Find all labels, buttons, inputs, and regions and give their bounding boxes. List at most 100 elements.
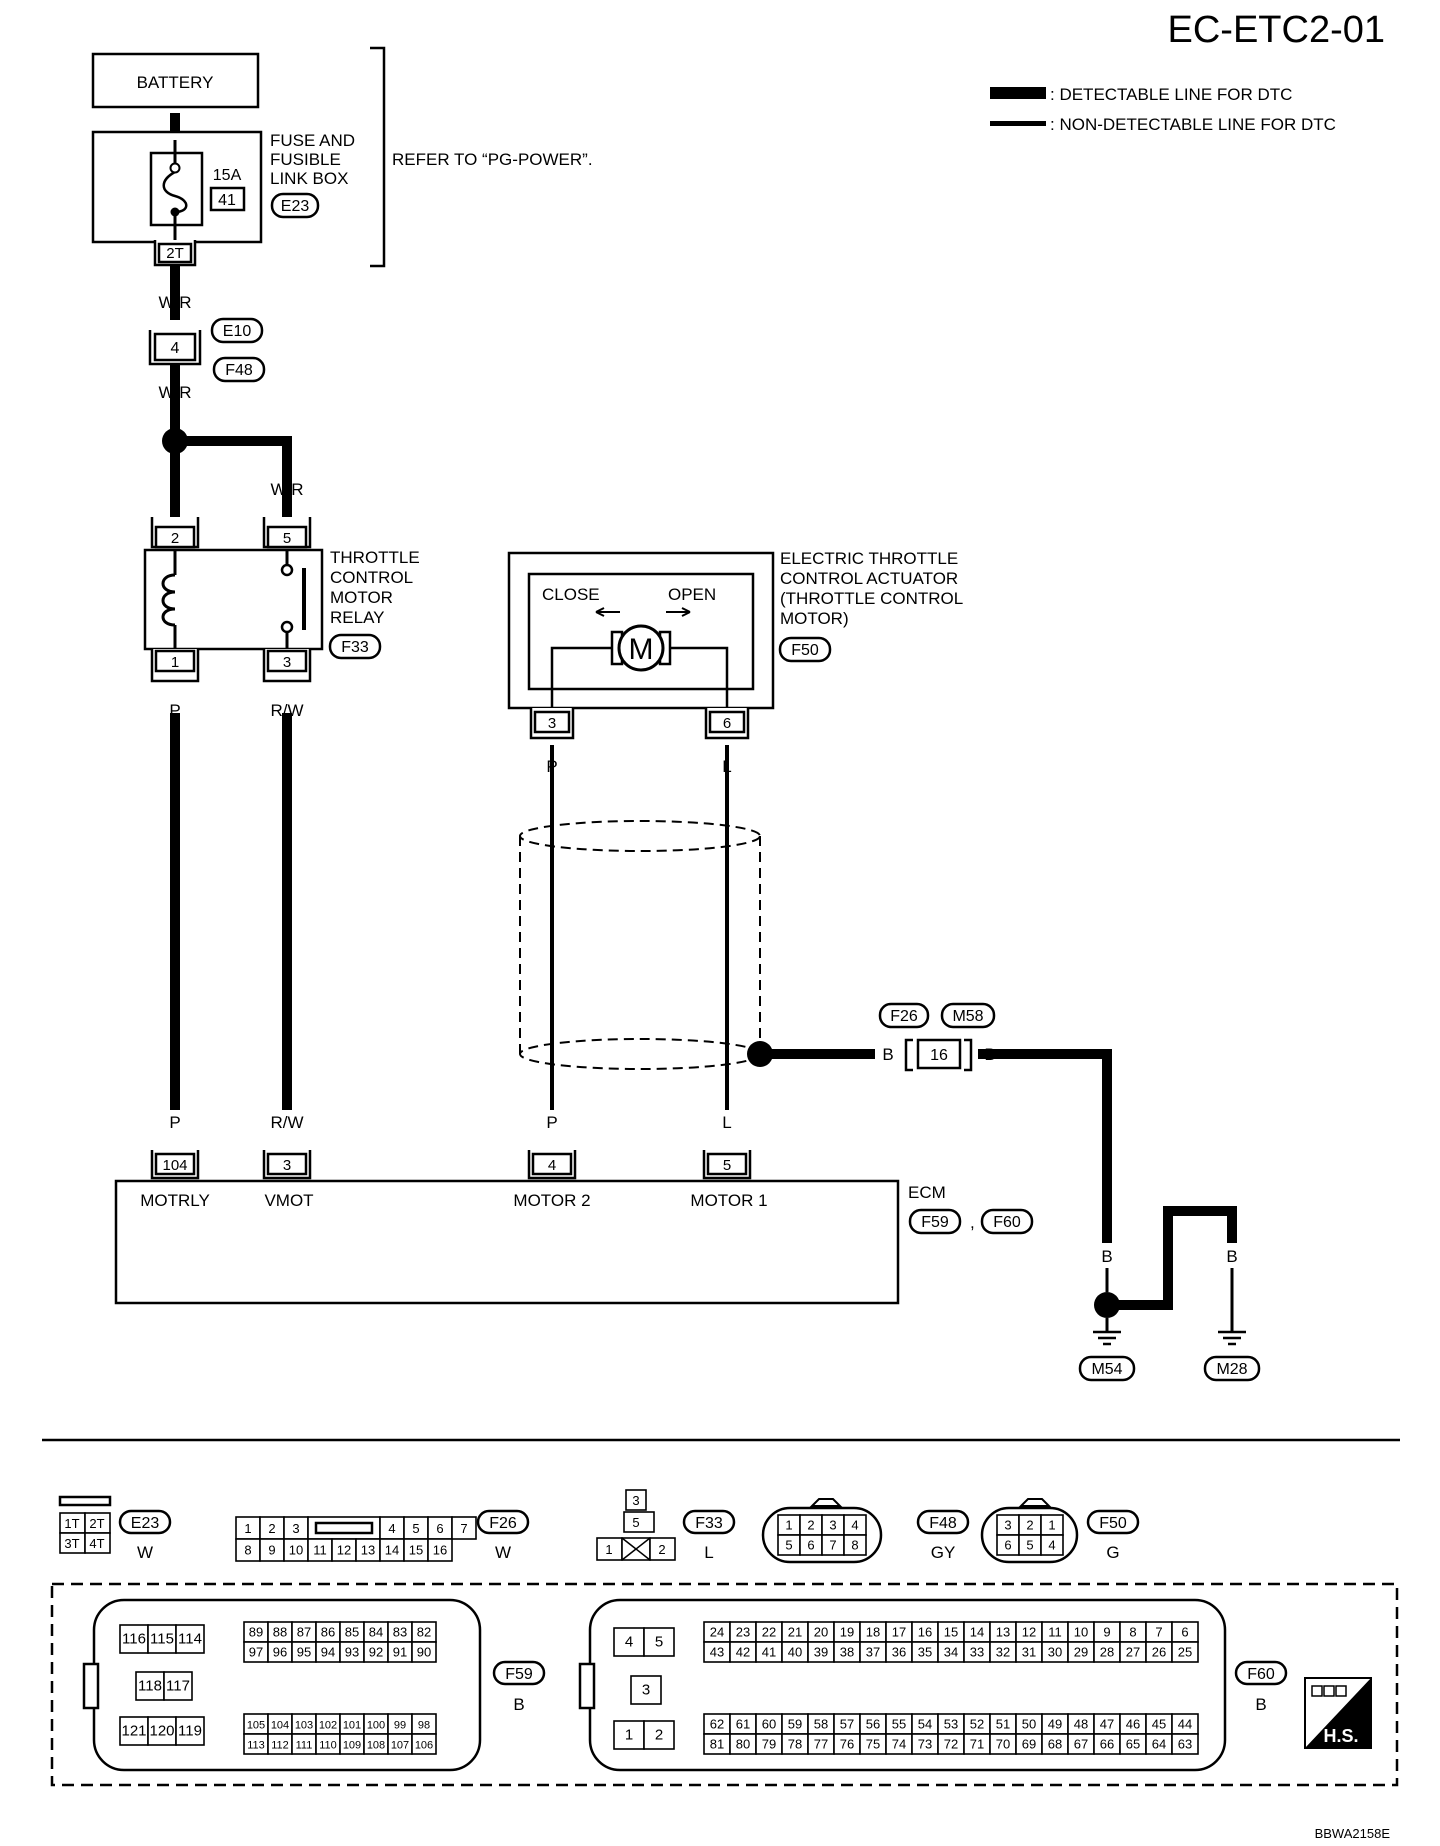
relay-label-4: RELAY xyxy=(330,608,385,627)
ecm-box xyxy=(114,1179,900,1305)
wire-color-p-4: P xyxy=(546,1113,557,1132)
f60-r3-11: 51 xyxy=(996,1717,1010,1732)
motor-icon xyxy=(617,624,665,672)
connector-badge-f59 xyxy=(908,1208,962,1235)
fuse-pin-label: 2T xyxy=(166,245,184,262)
f59-big-bottom-2: 119 xyxy=(178,1723,202,1740)
f59-big-mid-1: 117 xyxy=(166,1678,190,1695)
f60-r4-7: 74 xyxy=(892,1737,906,1752)
f59-r3-7: 98 xyxy=(418,1720,430,1732)
f59-r4-4: 109 xyxy=(343,1740,361,1752)
f59-r1-7: 82 xyxy=(417,1625,431,1640)
relay-pin-1: 1 xyxy=(171,654,179,671)
f60-r3-4: 58 xyxy=(814,1717,828,1732)
f60-r2-14: 29 xyxy=(1074,1645,1088,1660)
open-arrow-icon xyxy=(666,607,691,617)
f59-r3-2: 103 xyxy=(295,1720,313,1732)
footer-code: BBWA2158E xyxy=(1315,1826,1391,1841)
f50-cell-top-0: 3 xyxy=(1004,1518,1011,1533)
f60-r4-11: 70 xyxy=(996,1737,1010,1752)
wire-color-wr-2: W/R xyxy=(158,383,191,402)
f59-r3-1: 104 xyxy=(271,1720,289,1732)
f59-r4-7: 106 xyxy=(415,1740,433,1752)
f59-r1-3: 86 xyxy=(321,1625,335,1640)
f59-r4-5: 108 xyxy=(367,1740,385,1752)
actuator-close-label: CLOSE xyxy=(542,585,600,604)
f59-r2-5: 92 xyxy=(369,1645,383,1660)
relay-pin-5: 5 xyxy=(283,530,291,547)
f60-r1-3: 21 xyxy=(788,1625,802,1640)
f48-cell-top-1: 2 xyxy=(807,1518,814,1533)
connector-view-f33: 3 5 1 2 F33 L xyxy=(596,1489,736,1562)
f60-r4-0: 81 xyxy=(710,1737,724,1752)
connector-badge-f48 xyxy=(212,356,266,383)
ecm-connector-frame xyxy=(50,1582,1399,1787)
connector-badge-f26 xyxy=(878,1002,930,1029)
f50-cell-bottom-2: 4 xyxy=(1048,1538,1055,1553)
legend-non-detectable-label: : NON-DETECTABLE LINE FOR DTC xyxy=(1050,115,1336,134)
f33-cell-5: 5 xyxy=(632,1515,639,1530)
wire-color-l-1: L xyxy=(722,757,731,776)
f60-r1-13: 11 xyxy=(1048,1625,1062,1640)
f59-r1-4: 85 xyxy=(345,1625,359,1640)
ground-m28-icon xyxy=(1218,1330,1246,1346)
connector-f26-pin: 16 xyxy=(930,1047,948,1064)
connector-f59-label: F59 xyxy=(921,1214,949,1231)
fuse-box-label-3: LINK BOX xyxy=(270,169,348,188)
wire-color-l-2: L xyxy=(722,1113,731,1132)
f60-r2-18: 25 xyxy=(1178,1645,1192,1660)
f60-r4-16: 65 xyxy=(1126,1737,1140,1752)
f59-r3-3: 102 xyxy=(319,1720,337,1732)
f60-r1-6: 18 xyxy=(866,1625,880,1640)
connector-m28-label: M28 xyxy=(1216,1361,1247,1378)
e23-view-id: E23 xyxy=(131,1515,160,1532)
f26-cell-top-4: 5 xyxy=(412,1521,419,1536)
f26-cell-bottom-0: 8 xyxy=(244,1543,251,1558)
wire-color-b-5: B xyxy=(1226,1247,1237,1266)
ecm-pin-3: 3 xyxy=(283,1157,291,1174)
f59-r1-6: 83 xyxy=(393,1625,407,1640)
f60-r2-0: 43 xyxy=(710,1645,724,1660)
f60-r4-17: 64 xyxy=(1152,1737,1166,1752)
f59-big-bottom-0: 121 xyxy=(121,1723,146,1740)
f59-r4-2: 111 xyxy=(296,1740,313,1752)
actuator-label-4: MOTOR) xyxy=(780,609,849,628)
relay-label-2: CONTROL xyxy=(330,568,413,587)
f48-cell-bottom-0: 5 xyxy=(785,1538,792,1553)
power-splice xyxy=(162,428,188,454)
f60-r1-18: 6 xyxy=(1181,1625,1188,1640)
f60-r4-1: 80 xyxy=(736,1737,750,1752)
f59-r2-3: 94 xyxy=(321,1645,335,1660)
f60-r4-9: 72 xyxy=(944,1737,958,1752)
f60-r2-11: 32 xyxy=(996,1645,1010,1660)
f26-cell-bottom-1: 9 xyxy=(268,1543,275,1558)
f60-r2-1: 42 xyxy=(736,1645,750,1660)
ecm-pins: 104 3 4 5 xyxy=(150,1150,752,1180)
relay-pin-2: 2 xyxy=(171,530,179,547)
f60-r2-10: 33 xyxy=(970,1645,984,1660)
f26-cell-top-2: 3 xyxy=(292,1521,299,1536)
fuse-box-label-1: FUSE AND xyxy=(270,131,355,150)
e23-view-color: W xyxy=(137,1543,153,1562)
f60-r1-12: 12 xyxy=(1022,1625,1036,1640)
connector-e10-pin: 4 xyxy=(171,340,180,357)
f60-r2-15: 28 xyxy=(1100,1645,1114,1660)
f60-r4-10: 71 xyxy=(970,1737,984,1752)
f33-cell-3: 3 xyxy=(632,1493,639,1508)
f60-r1-16: 8 xyxy=(1129,1625,1136,1640)
e23-cell-3t: 3T xyxy=(64,1536,79,1551)
f26-view-color: W xyxy=(495,1543,511,1562)
f60-r2-9: 34 xyxy=(944,1645,958,1660)
f60-r1-15: 9 xyxy=(1103,1625,1110,1640)
f60-r1-17: 7 xyxy=(1155,1625,1162,1640)
f60-big-top-1: 5 xyxy=(655,1634,663,1651)
f59-r4-6: 107 xyxy=(391,1740,409,1752)
ecm-pin-104: 104 xyxy=(162,1157,187,1174)
f48-cell-bottom-2: 7 xyxy=(829,1538,836,1553)
f60-r1-9: 15 xyxy=(944,1625,958,1640)
f60-r3-7: 55 xyxy=(892,1717,906,1732)
f60-r3-5: 57 xyxy=(840,1717,854,1732)
